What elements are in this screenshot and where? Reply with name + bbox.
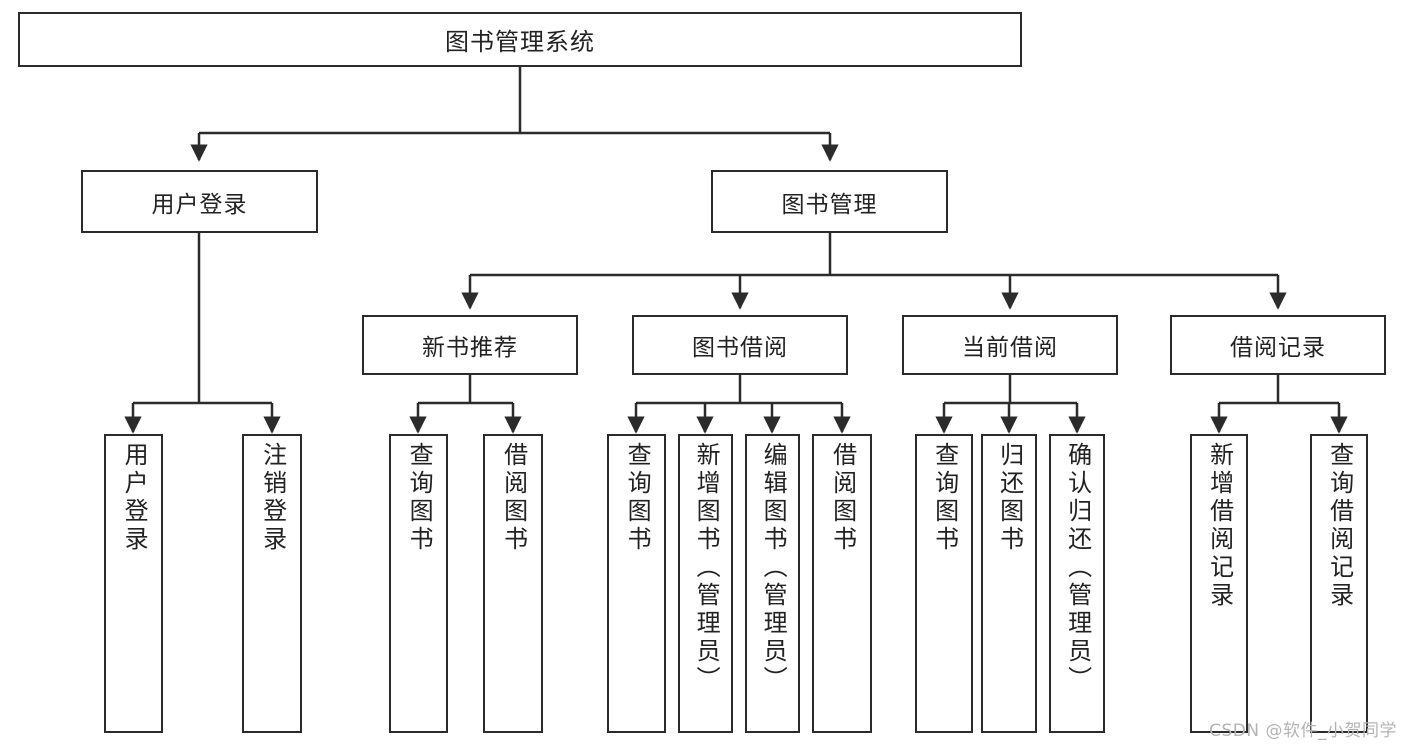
leaf-query-record-label: 查询借阅记录	[1325, 442, 1354, 610]
leaf-user-login[interactable]: 用户登录	[104, 434, 163, 733]
leaf-edit-book[interactable]: 编辑图书（管理员）	[745, 434, 800, 733]
node-book-borrow-label: 图书借阅	[692, 335, 788, 361]
leaf-query-book-2[interactable]: 查询图书	[607, 434, 666, 733]
node-book-manage-label: 图书管理	[781, 191, 878, 218]
node-new-book-recommend-label: 新书推荐	[422, 335, 518, 361]
leaf-query-book-3[interactable]: 查询图书	[915, 434, 973, 733]
node-book-manage[interactable]: 图书管理	[711, 170, 948, 233]
leaf-user-login-label: 用户登录	[120, 442, 149, 554]
leaf-add-book[interactable]: 新增图书（管理员）	[678, 434, 733, 733]
leaf-return-book-label: 归还图书	[995, 442, 1024, 554]
leaf-query-book-1-label: 查询图书	[405, 442, 434, 554]
leaf-edit-book-label: 编辑图书（管理员）	[759, 442, 788, 694]
node-new-book-recommend[interactable]: 新书推荐	[362, 315, 578, 375]
leaf-add-book-label: 新增图书（管理员）	[692, 442, 721, 694]
leaf-query-record[interactable]: 查询借阅记录	[1310, 434, 1368, 733]
csdn-watermark: CSDN @软件_小贺同学	[1209, 721, 1397, 741]
leaf-query-book-3-label: 查询图书	[930, 442, 959, 554]
node-borrow-record-label: 借阅记录	[1230, 335, 1326, 361]
leaf-query-book-2-label: 查询图书	[623, 442, 652, 554]
node-user-login-label: 用户登录	[151, 191, 248, 218]
node-borrow-record[interactable]: 借阅记录	[1170, 315, 1386, 375]
node-current-borrow[interactable]: 当前借阅	[902, 315, 1118, 375]
leaf-return-book[interactable]: 归还图书	[981, 434, 1037, 733]
leaf-user-logout[interactable]: 注销登录	[242, 434, 302, 733]
leaf-user-logout-label: 注销登录	[258, 442, 287, 554]
node-user-login[interactable]: 用户登录	[81, 170, 318, 233]
leaf-borrow-book-2[interactable]: 借阅图书	[812, 434, 872, 733]
leaf-confirm-return-label: 确认归还（管理员）	[1063, 442, 1092, 694]
node-root-label: 图书管理系统	[445, 28, 595, 56]
leaf-query-book-1[interactable]: 查询图书	[389, 434, 448, 733]
leaf-confirm-return[interactable]: 确认归还（管理员）	[1049, 434, 1105, 733]
leaf-borrow-book-2-label: 借阅图书	[828, 442, 857, 554]
leaf-borrow-book-1[interactable]: 借阅图书	[483, 434, 543, 733]
leaf-add-record-label: 新增借阅记录	[1205, 442, 1234, 610]
leaf-borrow-book-1-label: 借阅图书	[499, 442, 528, 554]
node-book-borrow[interactable]: 图书借阅	[632, 315, 848, 375]
node-current-borrow-label: 当前借阅	[962, 335, 1058, 361]
node-root[interactable]: 图书管理系统	[18, 12, 1022, 67]
leaf-add-record[interactable]: 新增借阅记录	[1190, 434, 1248, 733]
